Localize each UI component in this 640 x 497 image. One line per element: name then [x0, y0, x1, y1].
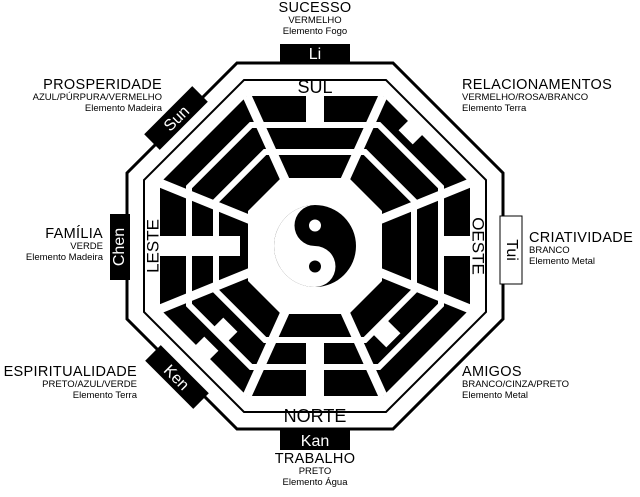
area-element: Elemento Metal — [529, 255, 596, 267]
area-title: ESPIRITUALIDADE — [3, 364, 137, 380]
area-title: FAMÍLIA — [45, 226, 103, 242]
area-title: RELACIONAMENTOS — [462, 77, 613, 93]
trigram-tag-tui: Tui — [499, 215, 523, 285]
direction-east: LESTE — [143, 219, 162, 273]
direction-west: OESTE — [469, 217, 488, 275]
area-colors: VERMELHO — [288, 15, 342, 27]
direction-north: NORTE — [284, 406, 347, 426]
area-right: CRIATIVIDADE BRANCO Elemento Metal — [529, 230, 640, 267]
area-colors: VERDE — [70, 241, 103, 253]
area-element: Elemento Madeira — [25, 251, 103, 263]
area-element: Elemento Terra — [462, 102, 527, 114]
area-title: TRABALHO — [274, 451, 356, 467]
area-colors: PRETO/AZUL/VERDE — [42, 379, 137, 391]
area-title: CRIATIVIDADE — [529, 230, 634, 246]
area-element: Elemento Terra — [72, 389, 137, 401]
line-separators — [186, 122, 444, 370]
area-colors: BRANCO — [529, 245, 570, 257]
area-element: Elemento Metal — [462, 389, 529, 401]
area-element: Elemento Água — [282, 476, 348, 488]
area-colors: BRANCO/CINZA/PRETO — [462, 379, 569, 391]
area-top: SUCESSO VERMELHO Elemento Fogo — [255, 0, 375, 37]
direction-south: SUL — [297, 77, 332, 97]
area-title: PROSPERIDADE — [43, 77, 162, 93]
yin-breaks — [160, 96, 470, 396]
trigram-tag-kan: Kan — [280, 430, 350, 450]
trigram-name: Kan — [301, 433, 329, 450]
area-bottom-left: ESPIRITUALIDADE PRETO/AZUL/VERDE Element… — [0, 364, 137, 401]
area-top-left: PROSPERIDADE AZUL/PÚRPURA/VERMELHO Eleme… — [0, 77, 162, 114]
trigram-name: Tui — [503, 239, 520, 261]
area-top-right: RELACIONAMENTOS VERMELHO/ROSA/BRANCO Ele… — [462, 77, 640, 114]
trigram-name: Chen — [111, 228, 128, 266]
area-title: AMIGOS — [462, 364, 522, 380]
area-element: Elemento Fogo — [282, 25, 348, 37]
area-colors: PRETO — [298, 466, 332, 478]
area-element: Elemento Madeira — [84, 102, 162, 114]
area-title: SUCESSO — [278, 0, 352, 16]
area-colors: VERMELHO/ROSA/BRANCO — [462, 92, 589, 104]
area-left: FAMÍLIA VERDE Elemento Madeira — [0, 226, 103, 263]
trigram-name: Li — [309, 46, 321, 63]
area-bottom-right: AMIGOS BRANCO/CINZA/PRETO Elemento Metal — [462, 364, 612, 401]
trigram-tag-chen: Chen — [110, 214, 130, 280]
area-colors: AZUL/PÚRPURA/VERMELHO — [32, 92, 162, 104]
trigram-tag-li: Li — [280, 44, 350, 64]
yin-yang-symbol — [274, 205, 356, 287]
area-bottom: TRABALHO PRETO Elemento Água — [255, 451, 375, 488]
